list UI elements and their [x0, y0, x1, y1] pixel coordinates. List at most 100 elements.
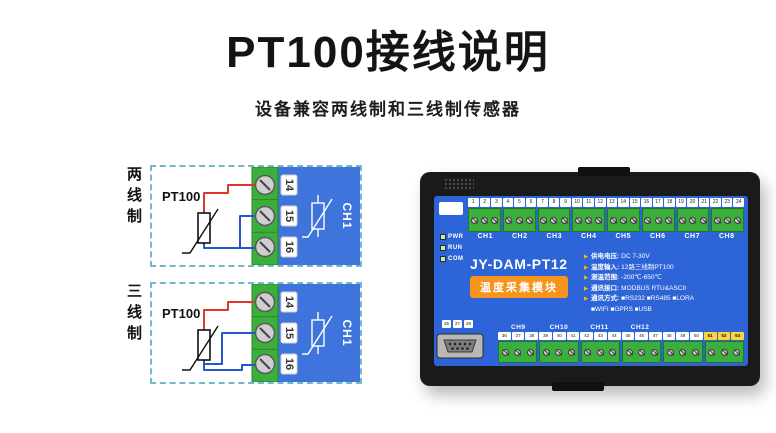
- screw-terminal: [733, 348, 741, 356]
- spec-line: ▶测温范围:-200℃-650℃: [584, 273, 746, 284]
- terminal-number: 11: [583, 198, 594, 207]
- screw-terminal: [501, 348, 509, 356]
- terminal-number: 12: [594, 198, 606, 207]
- terminal-number: 7: [537, 198, 548, 207]
- spec-label: 通讯方式:: [591, 295, 620, 302]
- terminal-number: 36: [498, 332, 511, 340]
- screw-terminal: [679, 348, 687, 356]
- terminal-number: 18: [664, 198, 675, 207]
- screw-terminal: [514, 348, 522, 356]
- terminal-number: 45: [621, 332, 635, 340]
- two-wire-label: 两线制: [125, 166, 142, 229]
- terminal-number: 15: [283, 210, 295, 222]
- screw-terminal: [644, 216, 652, 224]
- screw-terminal: [555, 348, 563, 356]
- terminal-number: 21: [698, 198, 710, 207]
- led-dot: [440, 256, 446, 262]
- screw-terminal: [480, 216, 488, 224]
- terminal-block: [704, 341, 744, 363]
- terminal-block: [607, 208, 640, 232]
- terminal-number: 3: [491, 198, 502, 207]
- red-wire: [203, 301, 256, 330]
- screw-terminal: [505, 216, 513, 224]
- spec-value: MODBUS RTU&ASCII: [621, 284, 687, 292]
- terminal-number: 17: [652, 198, 664, 207]
- screw-terminals: [254, 174, 276, 258]
- screw-terminal: [540, 216, 548, 224]
- screw-terminal: [560, 216, 568, 224]
- terminal-number: 52: [717, 332, 731, 340]
- channel-label: CH12: [630, 324, 650, 331]
- terminal-number: 15: [629, 198, 641, 207]
- screw-terminal: [595, 216, 603, 224]
- db9-connector: [436, 330, 484, 362]
- device-product-name: 温度采集模块: [470, 276, 568, 298]
- terminal-number: 42: [580, 332, 594, 340]
- terminal-number: 51: [703, 332, 717, 340]
- channel-label: CH2: [511, 233, 528, 240]
- screw-terminal: [550, 216, 558, 224]
- screw-terminal: [609, 216, 617, 224]
- screw-terminal: [630, 216, 638, 224]
- screw-terminal: [515, 216, 523, 224]
- spec-line: ▶通讯方式:■RS232 ■RS485 ■LORA: [584, 294, 746, 305]
- spec-bullet: ▶: [584, 296, 589, 302]
- mounting-tab: [552, 382, 604, 391]
- spec-bullet: [584, 305, 591, 316]
- channel-label: CH11: [590, 324, 609, 331]
- screw-terminal: [491, 216, 499, 224]
- led-label: PWR: [448, 234, 464, 240]
- screw-terminal: [691, 348, 699, 356]
- blue-wire: [203, 332, 256, 371]
- blue-wire: [203, 215, 256, 249]
- terminal-number: 6: [525, 198, 537, 207]
- terminal-block: [676, 208, 710, 232]
- terminal-number: 53: [731, 332, 744, 340]
- bottom-terminal-blocks: [498, 341, 744, 363]
- screw-terminal: [654, 216, 662, 224]
- page-title: PT100接线说明: [226, 28, 550, 77]
- channel-label: CH10: [549, 324, 569, 331]
- spec-bullet: ▶: [584, 264, 589, 271]
- terminal-number: 5: [514, 198, 525, 207]
- panel-rtd-glyph: [302, 312, 333, 355]
- terminal-number: 50: [690, 332, 703, 340]
- terminal-number: 23: [721, 198, 733, 207]
- terminal-number: 44: [607, 332, 621, 340]
- screw-terminal: [713, 216, 721, 224]
- spec-bullet: ▶: [584, 285, 589, 292]
- terminal-number: 24: [733, 198, 744, 207]
- spec-value: ■RS232 ■RS485 ■LORA: [621, 295, 695, 302]
- screw-terminal: [526, 348, 534, 356]
- screw-terminal: [664, 216, 672, 224]
- screw-terminal: [667, 348, 675, 356]
- panel-rtd-glyph: [302, 195, 333, 238]
- terminal-number: 49: [676, 332, 690, 340]
- screw-terminal: [699, 216, 707, 224]
- led-dot: [440, 234, 446, 240]
- device-specs: ▶供电电压:DC 7-30V▶温度输入:12路三线制PT100▶测温范围:-20…: [584, 252, 746, 315]
- screw-terminal: [584, 348, 592, 356]
- terminal-number: 9: [560, 198, 571, 207]
- terminal-block: [580, 341, 620, 363]
- vent-holes: [444, 178, 474, 191]
- terminal-block: [641, 208, 675, 232]
- db9-pins: [448, 342, 472, 350]
- spec-value: DC 7-30V: [621, 253, 650, 260]
- terminal-number: 47: [648, 332, 662, 340]
- terminal-block: [502, 208, 536, 232]
- spec-label: 温度输入:: [591, 263, 620, 271]
- terminal-block: [621, 341, 662, 363]
- sensor-label: PT100: [162, 189, 200, 204]
- led-indicator: PWR: [440, 234, 464, 240]
- screw-terminal: [574, 216, 582, 224]
- spec-line: ▶温度输入:12路三线制PT100: [584, 263, 746, 274]
- channel-label: CH7: [684, 233, 700, 240]
- screw-terminal: [708, 348, 716, 356]
- red-wire: [203, 184, 256, 213]
- led-dot: [440, 245, 446, 251]
